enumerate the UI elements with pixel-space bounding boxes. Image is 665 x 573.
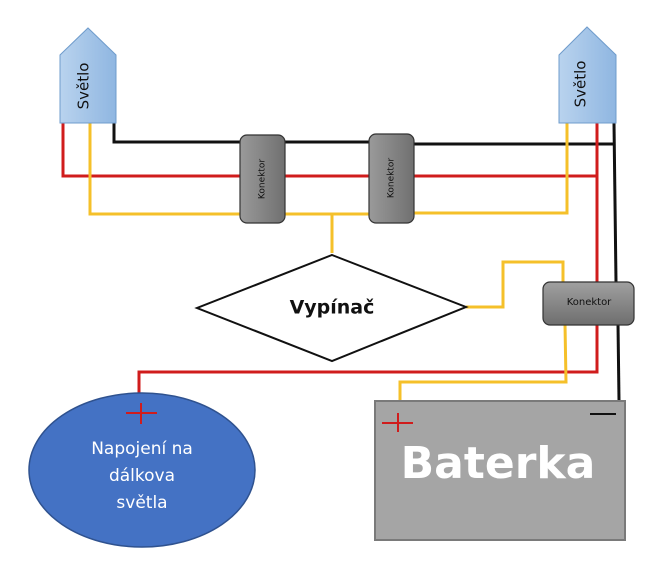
switch-label: Vypínač (290, 297, 375, 319)
battery-label: Baterka (401, 438, 596, 489)
konektor-3-body (542, 281, 635, 326)
wire-black-to-battery (616, 323, 621, 401)
konektor-3: Konektor (542, 281, 635, 326)
wire-red-to-highbeam (137, 324, 599, 393)
konektor-2: Konektor (368, 133, 415, 224)
high-beam-label-line-2: dálkova (109, 466, 175, 486)
light-left: Světlo (59, 27, 117, 124)
high-beam-label-line-1: Napojení na (91, 439, 193, 459)
high-beam-label-line-3: světla (116, 493, 167, 513)
konektor-2-body (368, 133, 415, 224)
battery-body (374, 400, 626, 541)
konektor-2-label: Konektor (387, 158, 397, 198)
wire-black-left-light (112, 123, 240, 144)
battery-plus-icon (382, 413, 413, 432)
wires (61, 122, 621, 401)
konektor-1-label: Konektor (258, 159, 268, 199)
light-right-shape (558, 26, 617, 124)
battery: Baterka (374, 400, 626, 541)
plus-icon (126, 403, 157, 424)
wire-yellow-right (413, 123, 569, 215)
switch: Vypínač (194, 253, 469, 363)
high-beam-connection: Napojení na dálkova světla (28, 392, 256, 548)
wire-yellow-left-light (88, 123, 240, 216)
wire-black-right-light (612, 122, 618, 283)
high-beam-ellipse (28, 392, 256, 548)
light-right: Světlo (558, 26, 617, 124)
wire-yellow-to-battery (398, 323, 568, 400)
light-right-label: Světlo (572, 61, 590, 108)
switch-diamond (194, 253, 469, 363)
konektor-3-label: Konektor (567, 297, 612, 308)
light-left-shape (59, 27, 117, 124)
light-left-label: Světlo (75, 63, 93, 110)
wire-red-left-light (61, 123, 240, 178)
konektor-1: Konektor (239, 134, 286, 224)
konektor-1-body (239, 134, 286, 224)
wire-yellow-switch-to-konektor (466, 260, 565, 309)
